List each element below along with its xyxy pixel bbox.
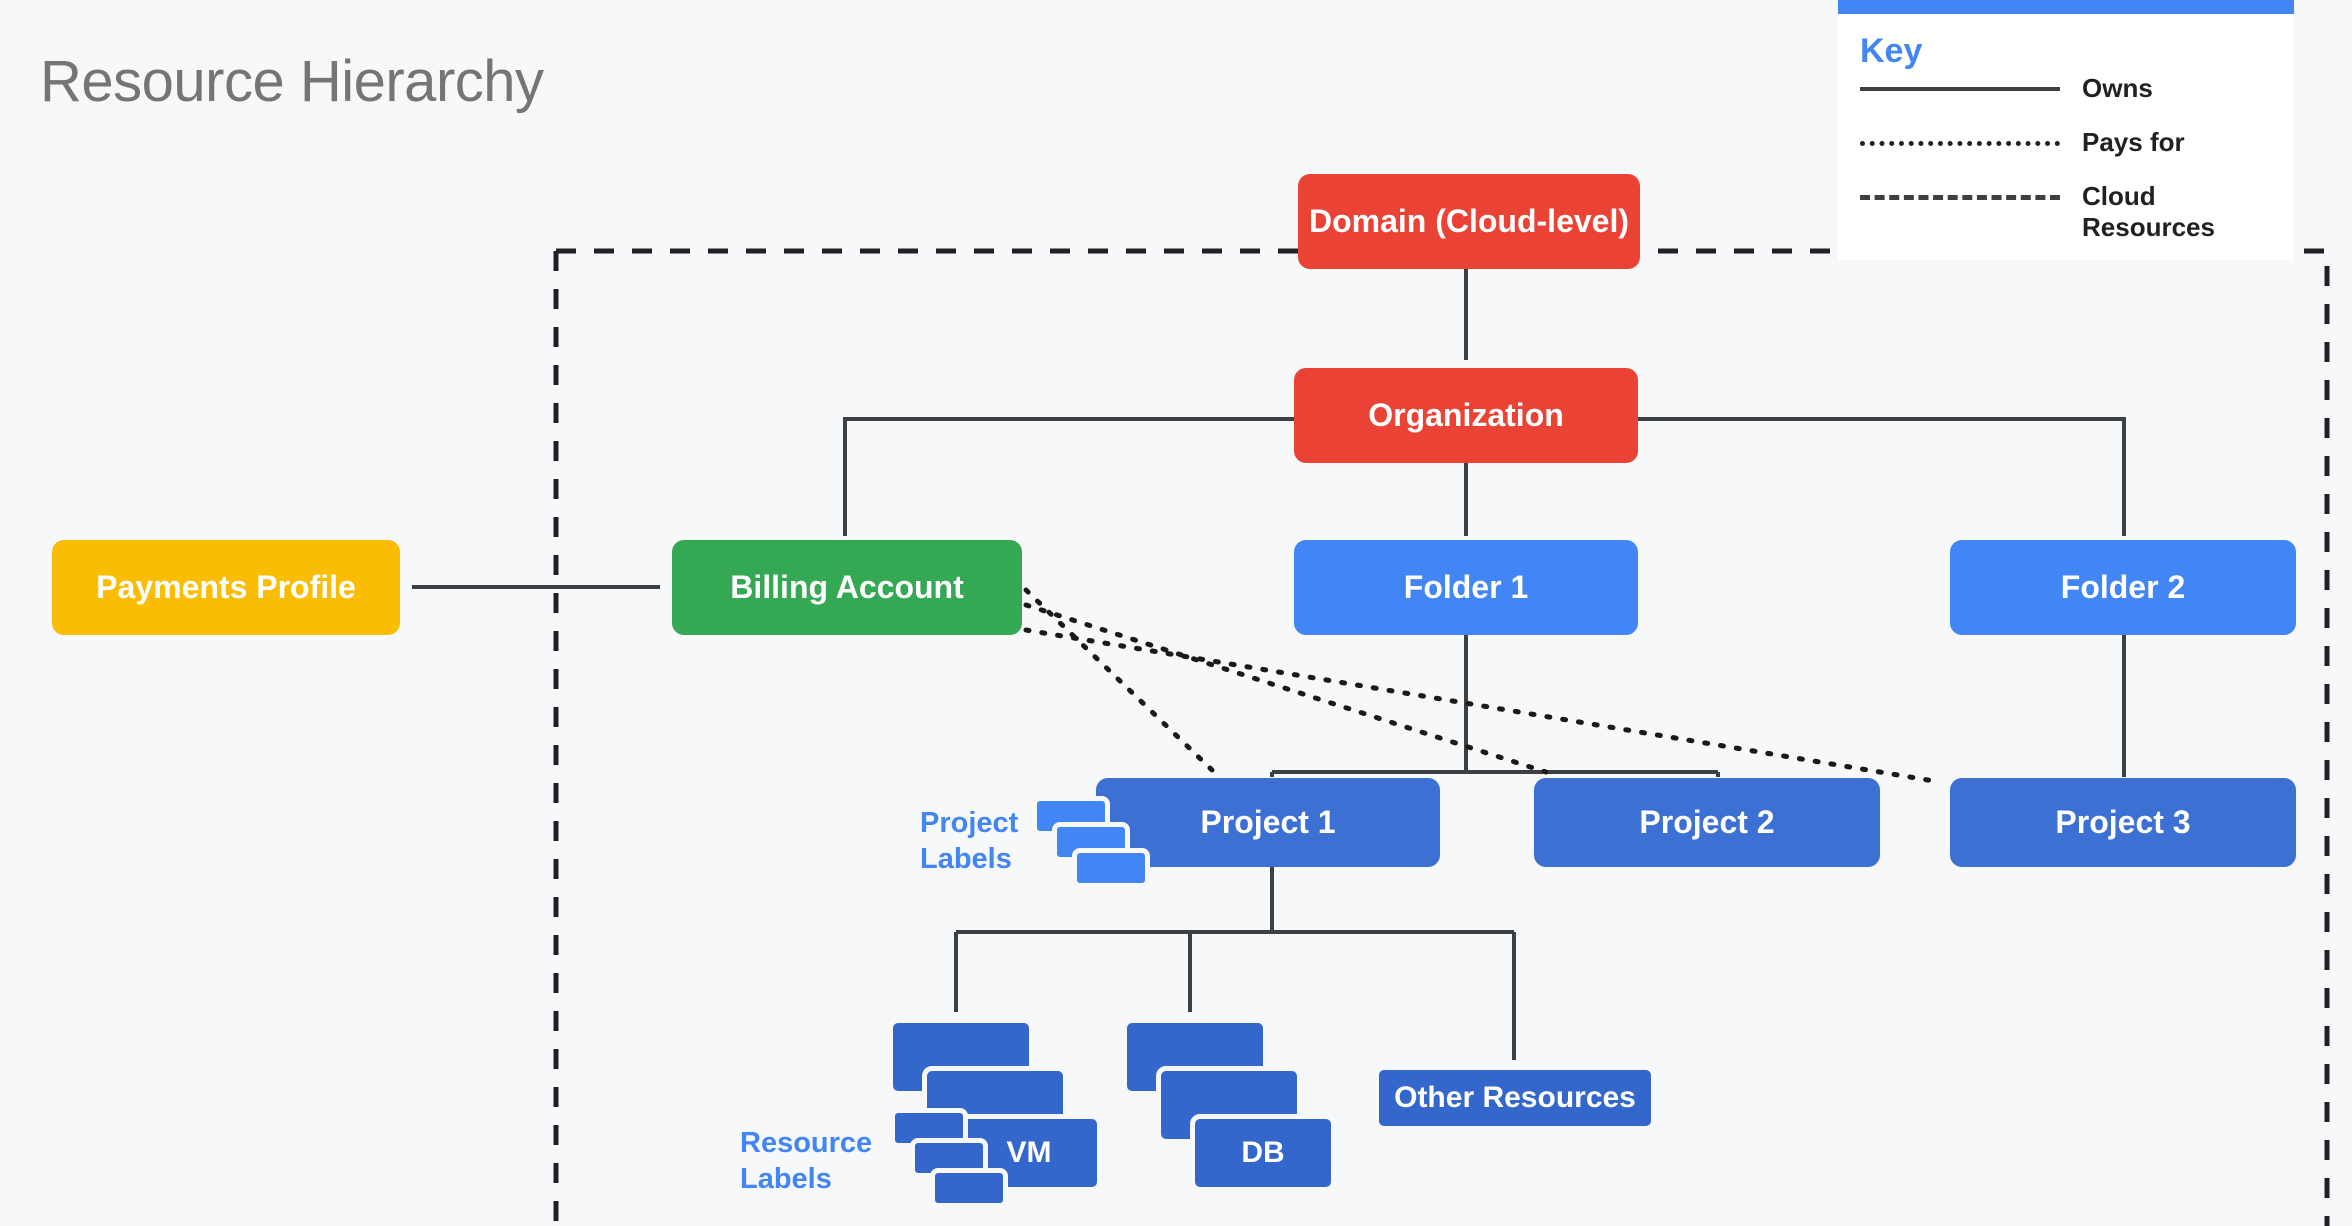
resource-labels-line-1: Resource xyxy=(740,1127,873,1159)
node-domain-label: Domain (Cloud-level) xyxy=(1308,203,1629,240)
legend-row-cloud-resources: Cloud Resources xyxy=(1860,181,2274,242)
node-payments-profile[interactable]: Payments Profile xyxy=(52,540,400,635)
project-label-tag-3 xyxy=(1072,848,1150,888)
resource-labels-tags[interactable] xyxy=(890,1108,1030,1218)
edge-billing-project2 xyxy=(1023,602,1549,775)
legend-label-cloud-resources: Cloud Resources xyxy=(2082,181,2215,242)
edge-billing-project1 xyxy=(1023,587,1215,773)
resource-labels-line-2: Labels xyxy=(740,1163,832,1196)
legend-swatch-solid xyxy=(1860,73,2060,91)
edge-organization-folder2 xyxy=(1638,417,2126,536)
resource-labels-caption: Resource Labels xyxy=(740,1125,900,1198)
resource-label-tag-3 xyxy=(930,1168,1008,1208)
legend-label-pays-for: Pays for xyxy=(2082,127,2185,157)
dashed-line-icon xyxy=(1860,195,2060,200)
project-labels-line-2: Labels xyxy=(920,843,1012,876)
node-project-1-label: Project 1 xyxy=(1200,804,1336,841)
legend-title: Key xyxy=(1860,32,1923,70)
node-project-2[interactable]: Project 2 xyxy=(1534,778,1880,867)
node-folder-1-label: Folder 1 xyxy=(1403,569,1529,606)
page-title: Resource Hierarchy xyxy=(40,49,544,114)
node-other-resources[interactable]: Other Resources xyxy=(1374,1065,1656,1131)
node-organization[interactable]: Organization xyxy=(1294,368,1638,463)
legend-label-owns: Owns xyxy=(2082,73,2153,103)
project-labels-tags[interactable] xyxy=(1032,796,1172,896)
legend-row-pays-for: Pays for xyxy=(1860,127,2274,179)
node-project-1[interactable]: Project 1 xyxy=(1096,778,1440,867)
node-billing-account[interactable]: Billing Account xyxy=(672,540,1022,635)
legend-swatch-dashed xyxy=(1860,181,2060,200)
node-folder-1[interactable]: Folder 1 xyxy=(1294,540,1638,635)
node-folder-2-label: Folder 2 xyxy=(2060,569,2186,606)
solid-line-icon xyxy=(1860,87,2060,91)
project-labels-caption: Project Labels xyxy=(920,805,1050,878)
node-payments-profile-label: Payments Profile xyxy=(96,569,356,606)
node-project-3[interactable]: Project 3 xyxy=(1950,778,2296,867)
node-domain[interactable]: Domain (Cloud-level) xyxy=(1298,174,1640,269)
edge-billing-project3 xyxy=(1023,627,1943,785)
edge-organization-billing xyxy=(843,417,1294,536)
project-labels-line-1: Project xyxy=(920,807,1019,839)
legend-row-owns: Owns xyxy=(1860,73,2274,125)
node-other-resources-label: Other Resources xyxy=(1394,1080,1636,1114)
legend-swatch-dotted xyxy=(1860,127,2060,146)
node-project-2-label: Project 2 xyxy=(1639,804,1775,841)
node-billing-account-label: Billing Account xyxy=(730,569,964,606)
node-organization-label: Organization xyxy=(1368,397,1564,434)
legend-key: Key Owns Pays for Cloud Resources xyxy=(1838,0,2294,261)
resource-stack-db[interactable]: DB xyxy=(1114,1018,1344,1198)
db-stack-front: DB xyxy=(1190,1114,1336,1192)
node-vm-label: VM xyxy=(1006,1136,1052,1169)
dotted-line-icon xyxy=(1860,141,2060,146)
node-db-label: DB xyxy=(1241,1136,1285,1169)
node-folder-2[interactable]: Folder 2 xyxy=(1950,540,2296,635)
node-project-3-label: Project 3 xyxy=(2055,804,2191,841)
